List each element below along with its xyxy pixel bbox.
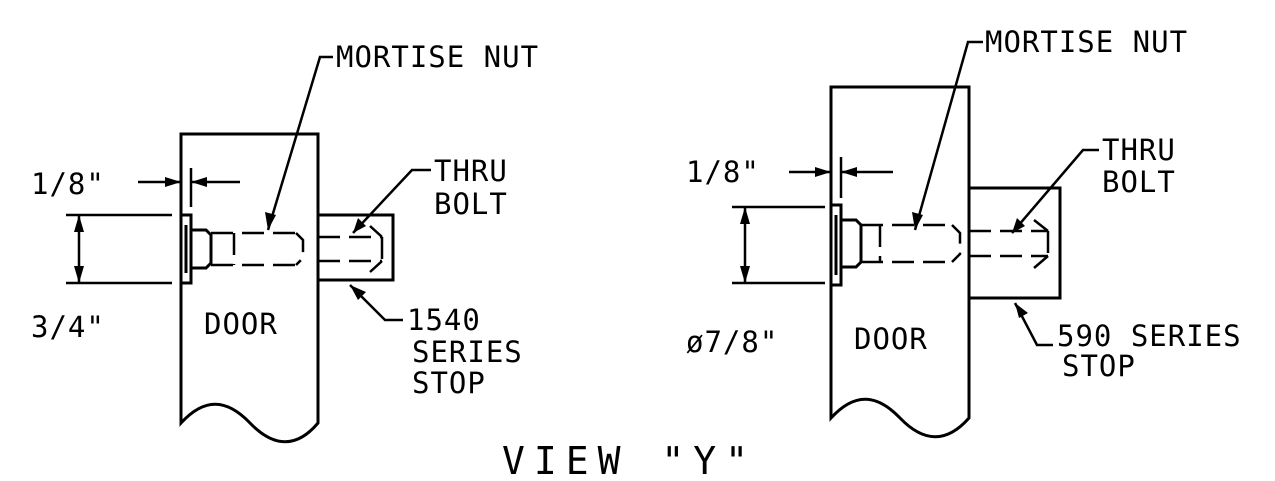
left-thru-label-2: BOLT xyxy=(434,187,508,221)
left-view: MORTISE NUT THRU BOLT 1/8" 3/4" DOOR 154… xyxy=(31,40,539,444)
right-thru-leader xyxy=(1011,148,1099,234)
right-face-plate xyxy=(829,203,843,287)
left-door-label: DOOR xyxy=(204,307,278,341)
right-door-label: DOOR xyxy=(854,322,928,356)
left-height-dim: 3/4" xyxy=(31,310,105,344)
right-stop-leader xyxy=(1013,302,1053,347)
left-stop-label-3: STOP xyxy=(412,366,486,400)
right-thru-label-2: BOLT xyxy=(1102,165,1176,199)
right-stop-body xyxy=(967,186,1062,300)
left-face-plate xyxy=(179,213,193,285)
left-thru-label-1: THRU xyxy=(434,154,508,188)
left-mortise-label: MORTISE NUT xyxy=(336,40,539,74)
right-thru-label-1: THRU xyxy=(1102,133,1176,167)
right-nut-head xyxy=(841,218,863,269)
right-door-outline xyxy=(829,85,971,439)
right-gap-dim: 1/8" xyxy=(686,155,760,189)
left-stop-label-1: 1540 xyxy=(407,303,481,337)
right-mortise-leader xyxy=(913,40,983,231)
right-nut-body xyxy=(861,223,962,264)
right-thru-bolt xyxy=(969,219,1050,269)
left-thru-leader xyxy=(352,168,431,234)
left-stop-body xyxy=(316,213,395,282)
left-nut-head xyxy=(191,228,213,270)
view-caption: VIEW "Y" xyxy=(502,439,757,481)
left-gap-dim: 1/8" xyxy=(31,167,105,201)
right-mortise-label: MORTISE NUT xyxy=(985,25,1188,59)
right-view: MORTISE NUT THRU BOLT 1/8" ø7/8" DOOR 59… xyxy=(686,25,1242,439)
left-door-outline xyxy=(179,132,320,444)
left-nut-body xyxy=(211,231,305,267)
left-thru-bolt xyxy=(318,225,384,273)
left-stop-label-2: SERIES xyxy=(412,335,523,369)
right-stop-label-1: 590 SERIES xyxy=(1057,319,1242,353)
left-mortise-leader xyxy=(266,55,333,231)
right-stop-label-2: STOP xyxy=(1062,349,1136,383)
right-height-dim: ø7/8" xyxy=(686,325,778,359)
left-stop-leader xyxy=(349,284,403,322)
